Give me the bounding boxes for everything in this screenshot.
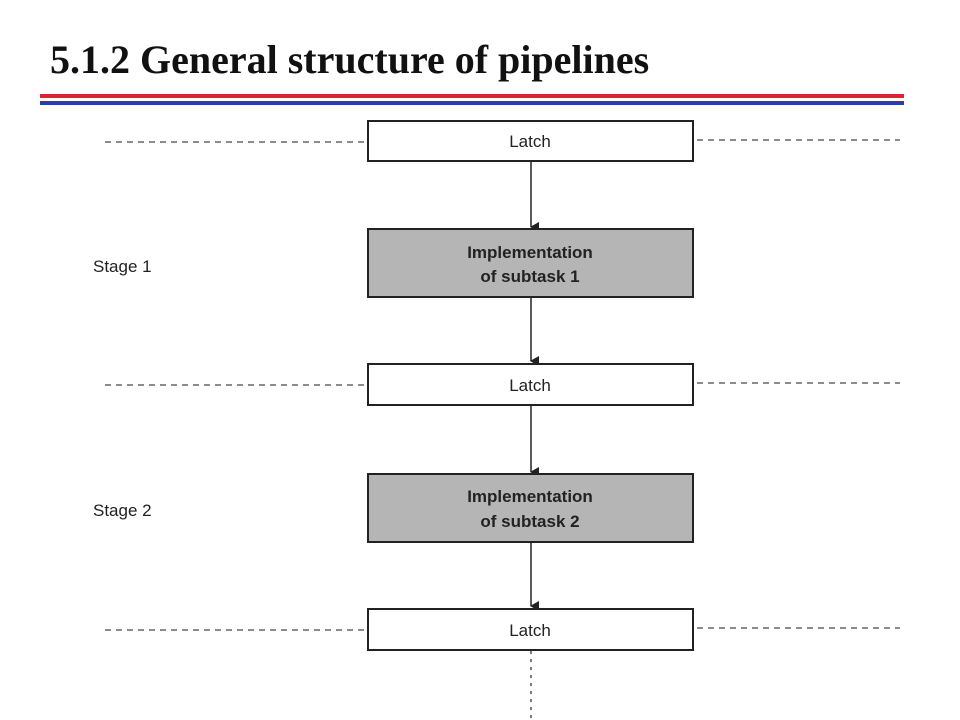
stage-2-line-2: of subtask 2 [480,512,579,531]
stage-box-2: Implementation of subtask 2 [367,473,694,543]
title-rule-red [40,94,904,98]
page-title: 5.1.2 General structure of pipelines [50,37,650,82]
stage-1-line-1: Implementation [467,243,593,262]
latch-box-2: Latch [367,363,694,406]
latch-box-3: Latch [367,608,694,651]
stage-box-1: Implementation of subtask 1 [367,228,694,298]
title-rule-blue [40,101,904,105]
stage-label-1: Stage 1 [93,257,152,276]
latch-label-1: Latch [509,132,551,151]
stage-label-2: Stage 2 [93,501,152,520]
latch-box-1: Latch [367,120,694,162]
stage-2-line-1: Implementation [467,487,593,506]
stage-1-line-2: of subtask 1 [480,267,579,286]
latch-label-3: Latch [509,621,551,640]
latch-label-2: Latch [509,376,551,395]
